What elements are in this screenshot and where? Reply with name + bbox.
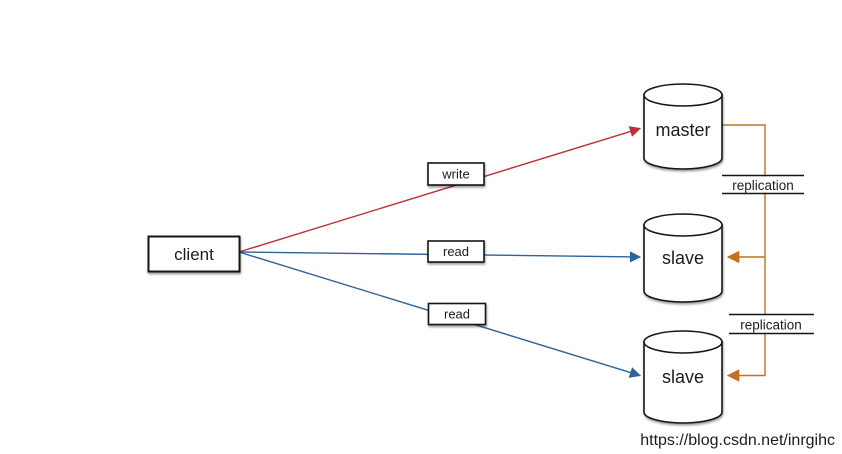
write-label-text: write: [441, 167, 469, 182]
edge-label-write: write: [427, 162, 485, 186]
watermark-text: https://blog.csdn.net/inrgihc: [640, 432, 835, 449]
replication-line-to-bottom-slave: [722, 124, 766, 382]
slave-node-label: slave: [662, 248, 704, 268]
edge-replication-connector: [722, 124, 766, 382]
database-cylinder-body: [643, 341, 723, 424]
client-node-label: client: [174, 245, 214, 264]
database-cylinder-top: [643, 83, 723, 107]
replication-label-text: replication: [740, 318, 802, 333]
edge-label-replication-top: replication: [721, 174, 805, 195]
slave-node-label: slave: [662, 367, 704, 387]
database-cylinder-body: [643, 224, 723, 303]
read-label-text: read: [443, 244, 469, 259]
database-cylinder-top: [643, 330, 723, 354]
write-edge-line: [240, 126, 642, 253]
read-label-text: read: [444, 307, 470, 322]
edge-label-replication-bottom: replication: [728, 313, 815, 335]
node-slave-top: slave: [643, 213, 723, 303]
replication-label-text: replication: [732, 178, 794, 193]
master-node-label: master: [655, 120, 710, 140]
database-cylinder-body: [643, 94, 723, 170]
node-client: client: [147, 235, 241, 273]
edge-label-read-top: read: [427, 240, 485, 263]
write-label-box: [427, 162, 485, 186]
read-label-box: [427, 302, 487, 326]
read-label-box: [427, 240, 485, 263]
replication-label-bg: [728, 315, 815, 333]
replication-label-bg: [721, 176, 805, 193]
database-cylinder-top: [643, 213, 723, 237]
node-slave-bottom: slave: [643, 330, 723, 424]
node-master: master: [643, 83, 723, 170]
edge-label-read-bottom: read: [427, 302, 487, 326]
client-node-box: [147, 235, 241, 273]
